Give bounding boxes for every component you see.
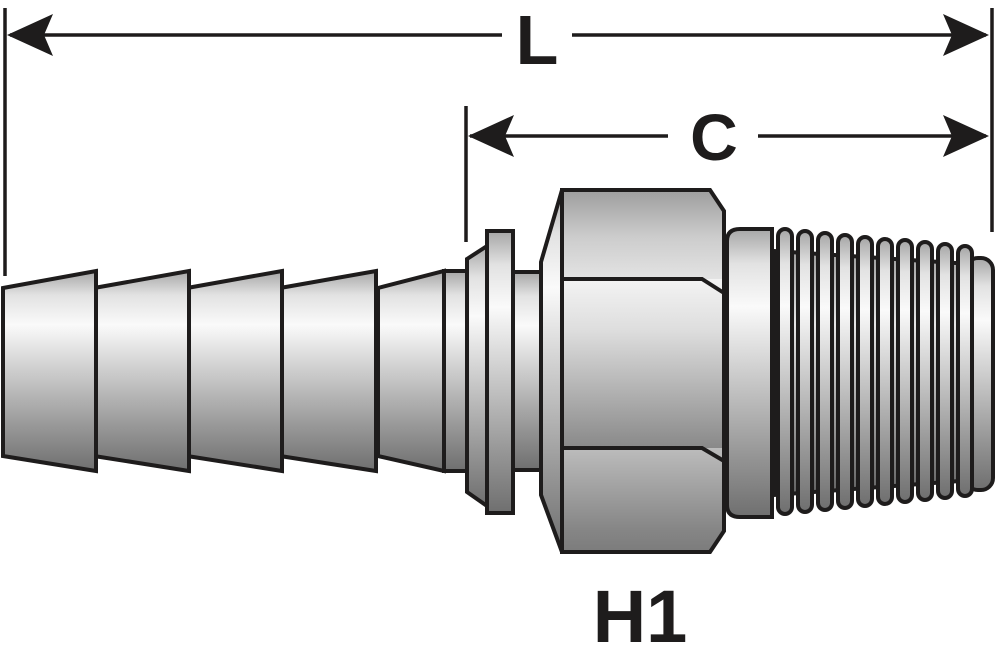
hex-size-label: H1: [593, 575, 688, 656]
hex-top-face: [562, 190, 724, 279]
barbed-stem: [0, 268, 469, 474]
thread-crest: [856, 235, 874, 508]
thread-crest: [776, 227, 794, 516]
hex-facet-line-upper: [562, 277, 726, 295]
thread-crest: [796, 229, 814, 514]
fitting-body: [0, 188, 995, 554]
arrowhead-right-icon: [943, 115, 989, 157]
arrowhead-left-icon: [468, 115, 514, 157]
thread-crest: [936, 242, 954, 500]
flange-ring: [485, 229, 515, 515]
barb-segment-1: [0, 268, 98, 474]
hex-left-chamfer: [539, 189, 564, 553]
thread-crest: [956, 244, 974, 498]
bead-chamfer: [465, 242, 489, 510]
hex-middle-face: [562, 279, 724, 448]
hex-facet-line-lower: [562, 446, 726, 463]
dimension-L: L: [3, 1, 989, 276]
thread-crest: [816, 231, 834, 512]
thread-crest: [896, 238, 914, 504]
dimension-C: C: [464, 100, 989, 242]
thread-collar: [725, 227, 774, 519]
barb-segment-3: [185, 268, 284, 474]
thread-crest: [876, 237, 894, 506]
barb-segment-4: [278, 268, 378, 474]
hex-outline: [560, 188, 726, 554]
thread-crest: [916, 240, 934, 502]
barb-segment-2: [92, 268, 191, 474]
arrowhead-right-icon: [943, 14, 989, 56]
stem-cylinder: [442, 269, 469, 473]
hex-bottom-face: [562, 448, 724, 552]
hex-nut: [539, 188, 726, 554]
thread-crest: [836, 233, 854, 510]
neck-cylinder: [511, 270, 543, 472]
bead-and-flange: [465, 229, 543, 515]
dimension-label-L: L: [516, 1, 559, 79]
arrowhead-left-icon: [7, 14, 53, 56]
male-pipe-thread-section: [772, 227, 995, 516]
taper-cone: [376, 268, 446, 474]
dimension-label-C: C: [690, 100, 738, 174]
